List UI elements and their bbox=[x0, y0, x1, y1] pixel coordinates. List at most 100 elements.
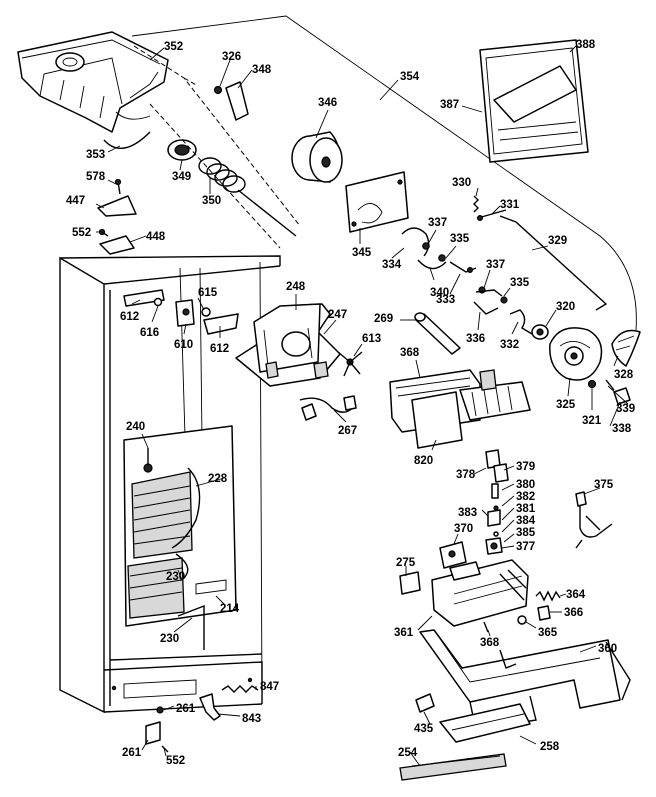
screw-552 bbox=[98, 228, 109, 237]
switch-stack-378 bbox=[485, 449, 509, 555]
callout-348: 348 bbox=[252, 64, 272, 76]
screw-578 bbox=[114, 178, 122, 195]
callout-337a: 337 bbox=[428, 217, 447, 229]
callout-353: 353 bbox=[86, 149, 105, 161]
lever-843 bbox=[199, 693, 221, 721]
lever-331 bbox=[477, 209, 507, 222]
callout-435: 435 bbox=[414, 723, 434, 735]
callout-377: 377 bbox=[516, 541, 535, 553]
callout-352: 352 bbox=[164, 41, 183, 53]
callout-360: 360 bbox=[598, 643, 617, 655]
callout-338: 338 bbox=[612, 423, 632, 435]
callout-320: 320 bbox=[556, 301, 575, 313]
ice-maker-368 bbox=[389, 369, 531, 449]
callout-552a: 552 bbox=[72, 227, 91, 239]
spring-364 bbox=[535, 590, 561, 602]
callout-269: 269 bbox=[374, 313, 393, 325]
callout-350: 350 bbox=[202, 195, 221, 207]
callout-820: 820 bbox=[414, 455, 433, 467]
auger-gear-349 bbox=[167, 139, 197, 161]
auger-motor-346 bbox=[291, 131, 343, 183]
fill-tube-269 bbox=[414, 312, 461, 355]
callout-552b: 552 bbox=[166, 755, 185, 767]
callout-610: 610 bbox=[174, 339, 193, 351]
callout-380: 380 bbox=[516, 479, 535, 491]
base-frame-360 bbox=[419, 629, 631, 731]
screw-261 bbox=[156, 706, 164, 714]
callout-326: 326 bbox=[222, 51, 241, 63]
callout-329: 329 bbox=[548, 235, 567, 247]
callout-578: 578 bbox=[86, 171, 106, 183]
callout-612b: 612 bbox=[210, 343, 229, 355]
callout-368a: 368 bbox=[400, 347, 420, 359]
callout-337b: 337 bbox=[486, 259, 505, 271]
trim-254 bbox=[399, 753, 507, 781]
callout-365: 365 bbox=[538, 627, 558, 639]
callout-330: 330 bbox=[452, 177, 471, 189]
clip-435 bbox=[415, 693, 435, 713]
callout-383: 383 bbox=[458, 507, 477, 519]
clip-448 bbox=[99, 235, 135, 255]
callout-379: 379 bbox=[516, 461, 535, 473]
callout-254: 254 bbox=[398, 747, 418, 759]
callout-321: 321 bbox=[582, 415, 602, 427]
dispenser-frame-388 bbox=[479, 39, 589, 163]
callout-382: 382 bbox=[516, 491, 535, 503]
callout-381: 381 bbox=[516, 503, 536, 515]
callout-613: 613 bbox=[362, 333, 381, 345]
callout-616: 616 bbox=[140, 327, 159, 339]
link-333-335 bbox=[449, 261, 503, 297]
screw-326 bbox=[213, 85, 223, 95]
nut-365 bbox=[517, 615, 527, 625]
motor-plate-345 bbox=[345, 171, 409, 233]
callout-843: 843 bbox=[242, 713, 261, 725]
callout-230b: 230 bbox=[160, 633, 179, 645]
alignment-guide bbox=[133, 45, 301, 249]
callout-230a: 230 bbox=[166, 571, 185, 583]
bracket-361 bbox=[431, 559, 529, 627]
rod-329 bbox=[499, 215, 608, 311]
callout-370: 370 bbox=[454, 523, 473, 535]
callout-346: 346 bbox=[318, 97, 337, 109]
callout-385: 385 bbox=[516, 527, 536, 539]
callout-447: 447 bbox=[66, 195, 85, 207]
plate-275 bbox=[399, 571, 421, 595]
harness-375 bbox=[575, 491, 613, 549]
callout-261b: 261 bbox=[122, 747, 142, 759]
callout-275: 275 bbox=[396, 557, 416, 569]
clip-366 bbox=[537, 605, 551, 621]
gear-320 bbox=[531, 324, 549, 340]
feeder-housing-354 bbox=[131, 15, 637, 331]
callout-354: 354 bbox=[400, 71, 420, 83]
fan-613 bbox=[337, 351, 363, 377]
callout-448: 448 bbox=[146, 231, 166, 243]
callout-333: 333 bbox=[436, 294, 455, 306]
callout-388: 388 bbox=[576, 39, 596, 51]
bracket-261 bbox=[145, 721, 161, 745]
callouts: 352 326 348 346 354 388 387 353 349 350 … bbox=[66, 39, 635, 767]
callout-387: 387 bbox=[440, 99, 459, 111]
callout-334: 334 bbox=[382, 259, 402, 271]
callout-615a: 615 bbox=[198, 287, 218, 299]
callout-847: 847 bbox=[260, 681, 279, 693]
callout-248: 248 bbox=[286, 281, 306, 293]
callout-364: 364 bbox=[566, 589, 586, 601]
clip-339-338 bbox=[605, 379, 631, 405]
harness-230 bbox=[175, 553, 205, 650]
screw-368 bbox=[483, 621, 489, 633]
spring-847 bbox=[221, 685, 259, 693]
bracket-group-612 bbox=[123, 289, 239, 335]
callout-339: 339 bbox=[616, 403, 635, 415]
wire-harness-267 bbox=[299, 395, 357, 421]
callout-384: 384 bbox=[516, 515, 536, 527]
callout-228: 228 bbox=[208, 473, 228, 485]
callout-328: 328 bbox=[614, 369, 634, 381]
dispenser-housing-248 bbox=[235, 303, 341, 387]
callout-214: 214 bbox=[220, 603, 240, 615]
callout-366: 366 bbox=[564, 607, 583, 619]
callout-375: 375 bbox=[594, 479, 614, 491]
leader-lines bbox=[95, 45, 629, 767]
callout-261a: 261 bbox=[176, 703, 196, 715]
screw-552b bbox=[161, 745, 169, 753]
